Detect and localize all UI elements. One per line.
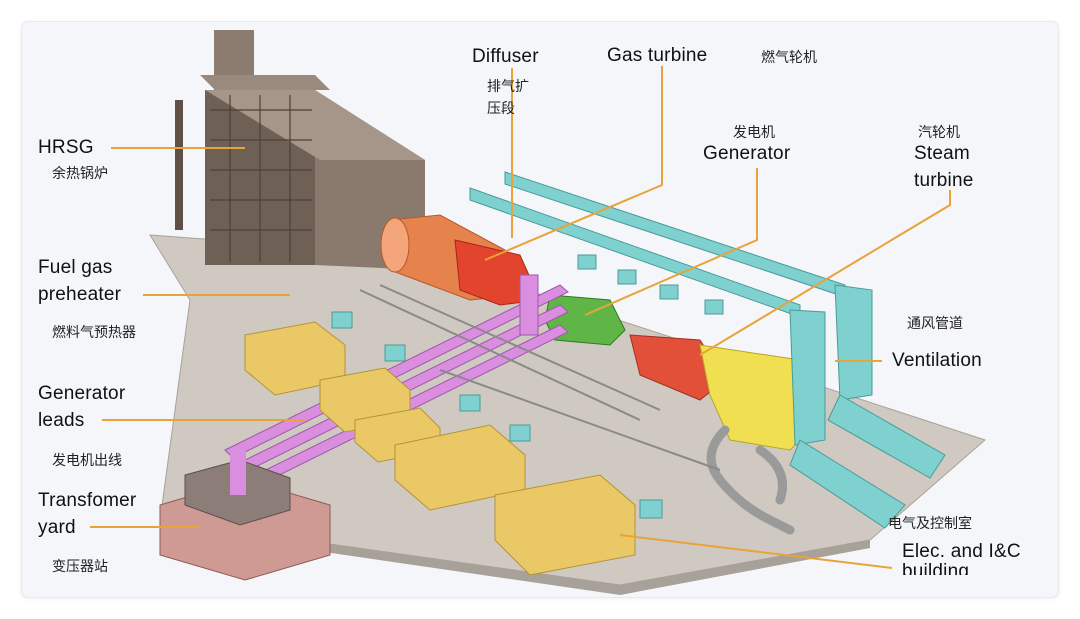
plant-deck-edge (160, 520, 870, 595)
gas-turbine-train (380, 214, 541, 306)
label-hrsg-zh: 余热锅炉 (52, 166, 108, 182)
leader-gas-turbine (484, 66, 663, 261)
leader-elec-ic (619, 534, 893, 569)
label-fuel-gas-preheater-zh: 燃料气预热器 (52, 325, 136, 341)
leader-lines (90, 66, 951, 569)
label-generator-leads-zh: 发电机出线 (52, 453, 122, 469)
label-ventilation: Ventilation (892, 350, 982, 371)
label-transformer-yard: Transfomer yard (38, 490, 137, 538)
label-generator-zh: 发电机 (733, 125, 775, 141)
ventilation-ducts (331, 171, 946, 529)
label-elec-ic: Elec. and I&C (902, 541, 1021, 562)
label-hrsg: HRSG (38, 137, 94, 158)
plant-piping (706, 425, 795, 535)
label-elec-ic-cut: building (902, 563, 970, 575)
label-transformer-yard-zh: 变压器站 (52, 559, 108, 575)
label-fuel-gas-preheater: Fuel gas preheater (38, 257, 122, 305)
label-ventilation-zh: 通风管道 (907, 316, 963, 332)
label-generator: Generator (703, 143, 791, 164)
label-generator-leads: Generator leads (38, 383, 126, 431)
leader-generator (584, 168, 758, 316)
label-steam-turbine-zh: 汽轮机 (918, 125, 960, 141)
label-diffuser-zh: 排气扩 压段 (487, 79, 529, 117)
label-steam-turbine: Steam turbine (914, 143, 974, 191)
label-gas-turbine-zh: 燃气轮机 (761, 50, 817, 66)
leader-steam-turbine (699, 190, 951, 356)
label-diffuser: Diffuser (472, 46, 539, 67)
transformer-yard (159, 450, 331, 581)
label-gas-turbine: Gas turbine (607, 45, 708, 66)
hrsg-structure (175, 30, 425, 270)
electrical-buildings (244, 321, 636, 576)
label-elec-ic-zh: 电气及控制室 (888, 516, 972, 532)
plant-piping-thin (359, 284, 721, 471)
